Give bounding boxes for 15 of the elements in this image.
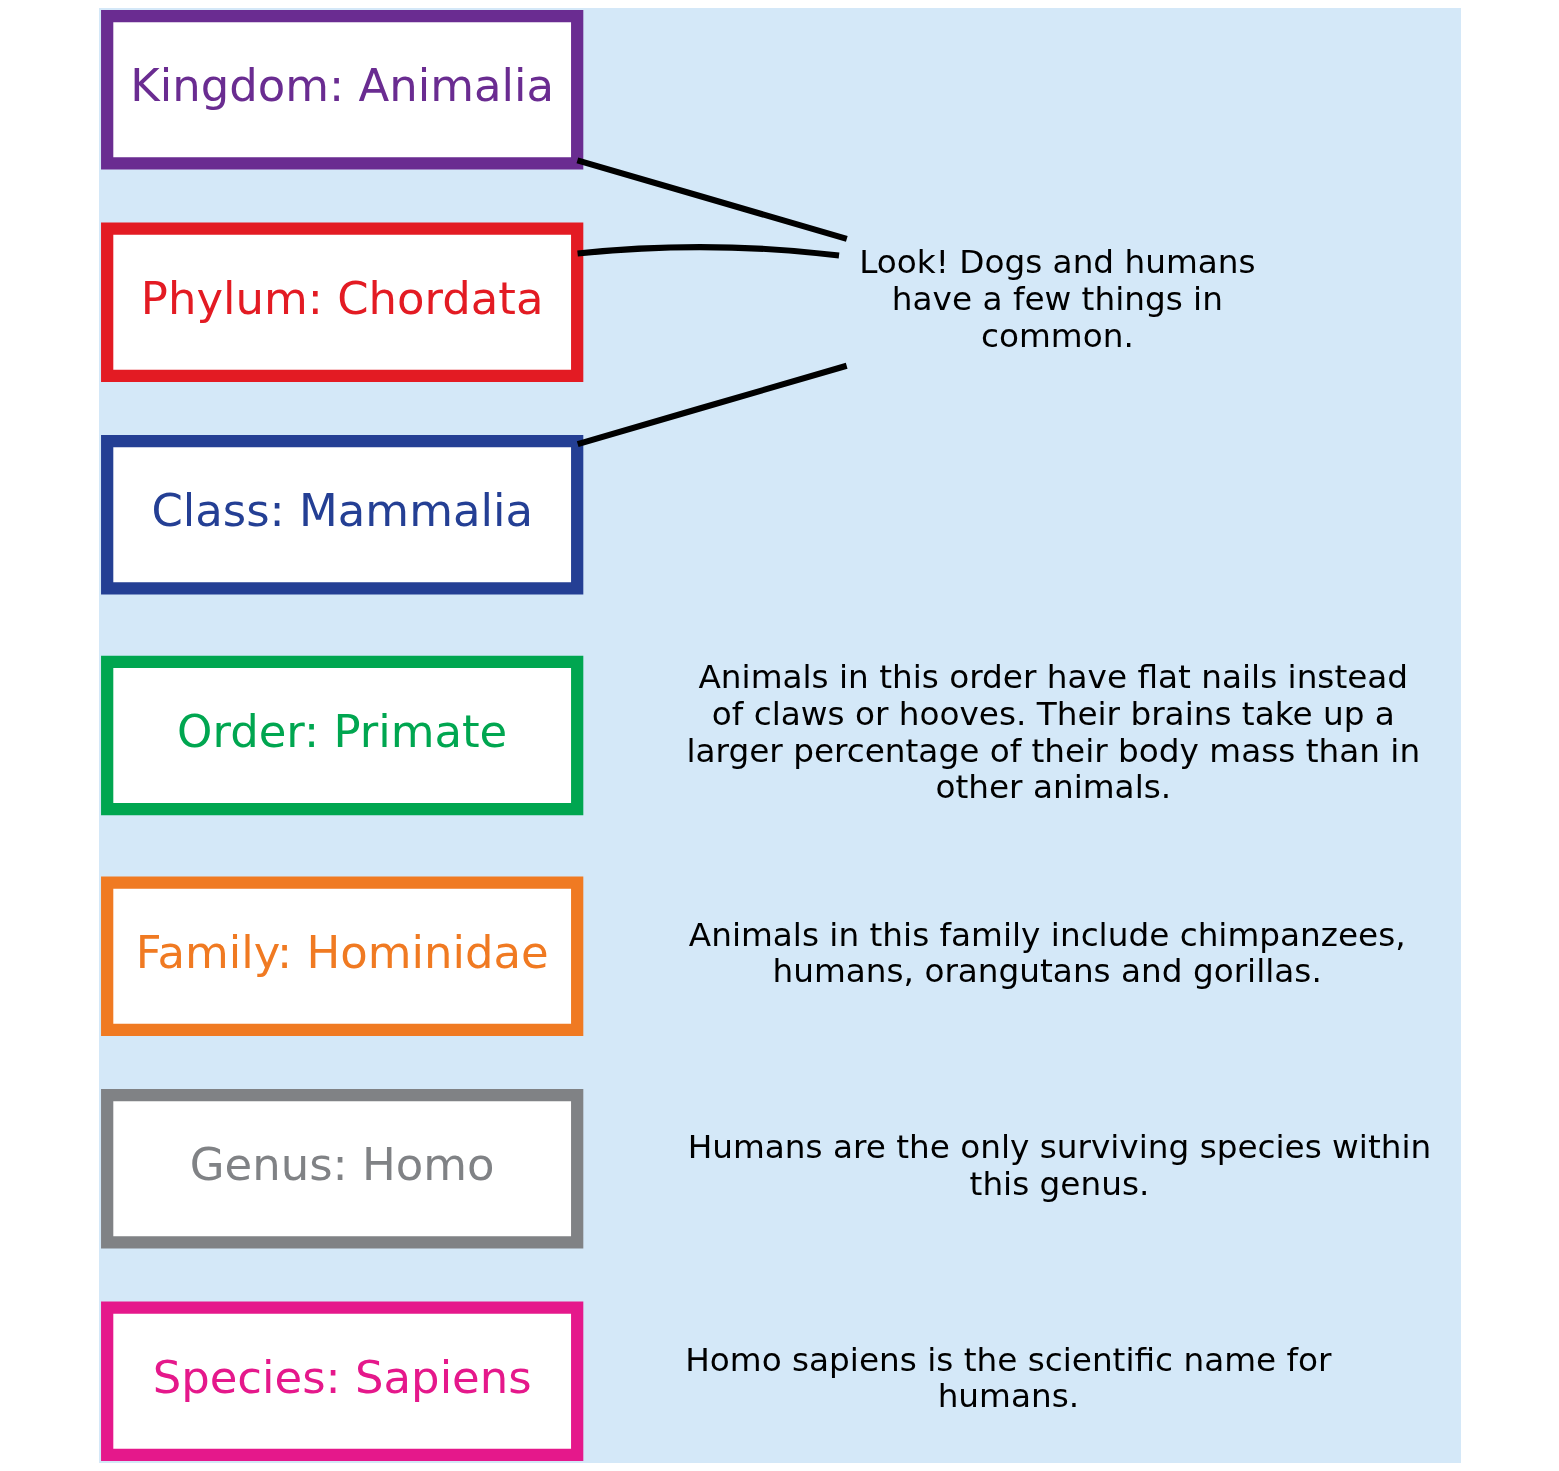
- node-label: Homo sapiens is the scientific name for humans.: [684, 1340, 1331, 1416]
- node-box: Family: Hominidae: [100, 876, 583, 1036]
- node-label: Animals in this order have flat nails instead of claws or hooves. Their brains take up a larger percentage of their body mass than in other animals.: [686, 658, 1420, 807]
- node-box: Genus: Homo: [100, 1089, 583, 1249]
- connector: [576, 157, 848, 242]
- node-box: Class: Mammalia: [100, 435, 583, 595]
- node-text: Look! Dogs and humans have a few things in common.: [858, 243, 1256, 355]
- node-label: Animals in this family include chimpanzees, humans, orangutans and gorillas.: [688, 915, 1406, 991]
- node-box: Order: Primate: [100, 655, 583, 816]
- node-box: Kingdom: Animalia: [100, 10, 583, 170]
- node-box: Species: Sapiens: [100, 1301, 583, 1461]
- node-label: Humans are the only surviving species within this genus.: [687, 1128, 1431, 1203]
- node-box: Phylum: Chordata: [100, 222, 583, 382]
- connector: [576, 362, 848, 448]
- connector: [576, 244, 839, 259]
